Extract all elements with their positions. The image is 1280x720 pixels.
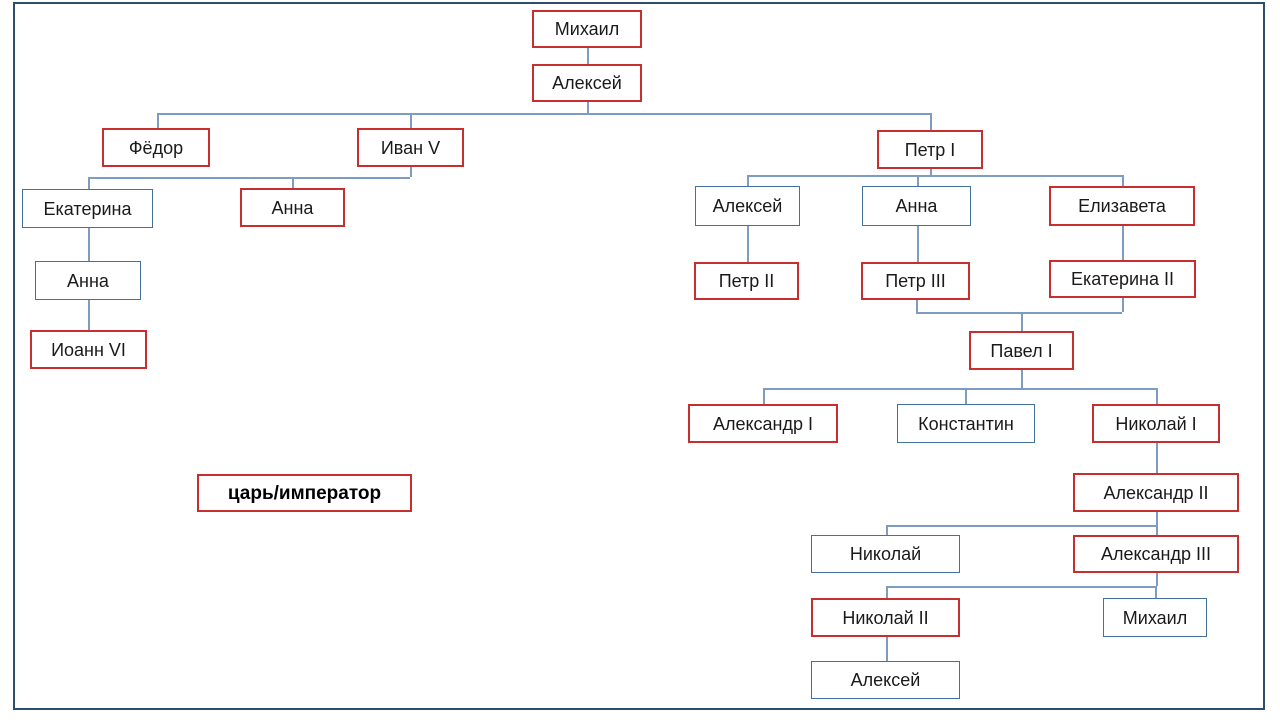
node-petr-iii: Петр III [861,262,970,300]
node-ioann-vi: Иоанн VI [30,330,147,369]
connector-line [763,388,1156,390]
connector-line [1021,312,1023,331]
connector-line [292,177,294,188]
node-elizaveta: Елизавета [1049,186,1195,226]
node-petr-i: Петр I [877,130,983,169]
node-anna-petrovna: Анна [862,186,971,226]
connector-line [157,113,930,115]
connector-line [1122,175,1124,186]
connector-line [410,113,412,128]
node-pavel-i: Павел I [969,331,1074,370]
connector-line [930,113,932,130]
connector-line [1021,370,1023,388]
connector-line [916,312,1122,314]
node-anna-ioannovna: Анна [240,188,345,227]
node-aleksey-petrovich: Алексей [695,186,800,226]
connector-line [886,525,1156,527]
node-aleksandr-iii: Александр III [1073,535,1239,573]
connector-line [930,169,932,175]
connector-line [916,300,918,312]
legend-tsar-emperor: царь/император [197,474,412,512]
connector-line [917,226,919,262]
connector-line [1155,586,1157,598]
node-petr-ii: Петр II [694,262,799,300]
connector-line [1156,512,1158,535]
node-nikolay: Николай [811,535,960,573]
node-ekaterina: Екатерина [22,189,153,228]
node-ivan-v: Иван V [357,128,464,167]
node-ekaterina-ii: Екатерина II [1049,260,1196,298]
connector-line [965,388,967,404]
connector-line [157,113,159,128]
connector-line [1156,443,1158,473]
connector-line [763,388,765,404]
connector-line [1122,226,1124,260]
node-nikolay-i: Николай I [1092,404,1220,443]
connector-line [1122,298,1124,312]
connector-line [88,177,90,189]
connector-line [917,175,919,186]
connector-line [88,228,90,261]
node-aleksey: Алексей [532,64,642,102]
connector-line [88,177,410,179]
node-aleksandr-i: Александр I [688,404,838,443]
node-aleksey-nikolaevich: Алексей [811,661,960,699]
node-aleksandr-ii: Александр II [1073,473,1239,512]
connector-line [886,525,888,535]
connector-line [747,226,749,262]
connector-line [410,167,412,177]
connector-line [1156,388,1158,404]
connector-line [88,300,90,330]
node-nikolay-ii: Николай II [811,598,960,637]
node-mikhail-aleksandrovich: Михаил [1103,598,1207,637]
node-anna-leopoldovna: Анна [35,261,141,300]
connector-line [587,102,589,113]
node-fyodor: Фёдор [102,128,210,167]
connector-line [1156,573,1158,586]
slide-border [13,2,1265,710]
node-mikhail: Михаил [532,10,642,48]
connector-line [886,586,1156,588]
connector-line [587,48,589,64]
connector-line [886,586,888,598]
connector-line [747,175,1122,177]
node-konstantin: Константин [897,404,1035,443]
connector-line [886,637,888,661]
connector-line [747,175,749,186]
